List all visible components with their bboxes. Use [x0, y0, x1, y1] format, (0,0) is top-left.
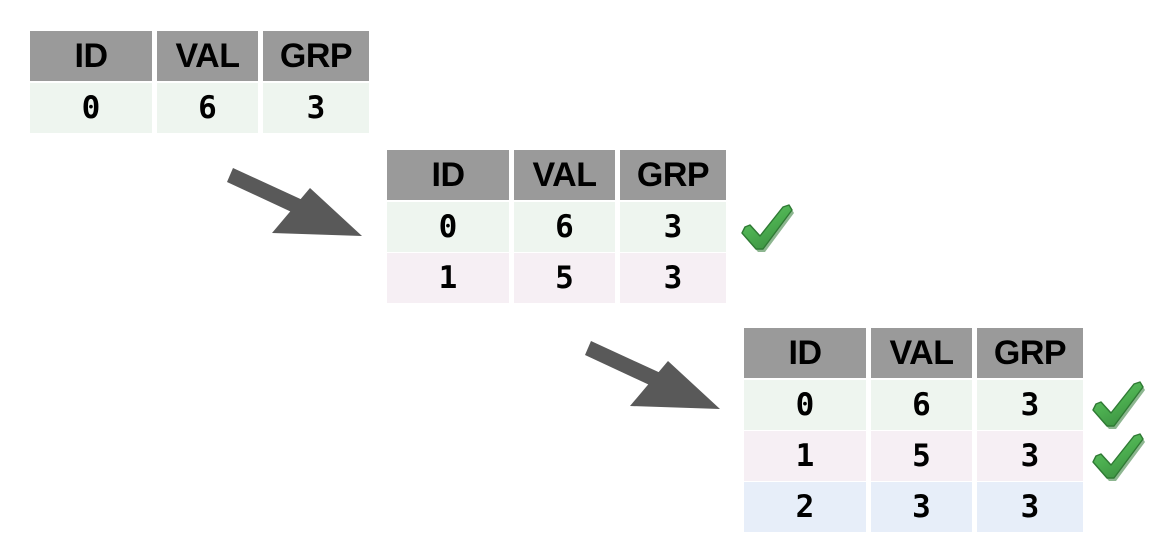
column-divider	[258, 83, 263, 133]
column-divider	[866, 482, 871, 532]
table-row: 0 6 3	[744, 380, 1083, 430]
column-header-id: ID	[387, 150, 509, 200]
arrow-head	[630, 361, 720, 409]
table-step-1: ID VAL GRP 0 6 3	[30, 31, 369, 133]
cell-val: 6	[871, 380, 972, 430]
cell-id: 0	[30, 83, 152, 133]
column-header-grp: GRP	[977, 328, 1083, 378]
checkmark-icon	[741, 204, 794, 252]
cell-val: 6	[514, 202, 615, 252]
column-divider	[258, 31, 263, 81]
cell-val: 5	[514, 253, 615, 303]
table-step-2: ID VAL GRP 0 6 3 1 5 3	[387, 150, 726, 303]
table-row: 0 6 3	[30, 83, 369, 133]
cell-id: 1	[387, 253, 509, 303]
column-divider	[615, 202, 620, 252]
column-divider	[972, 328, 977, 378]
header-divider	[744, 378, 1083, 380]
table-row: 0 6 3	[387, 202, 726, 252]
table-header-row: ID VAL GRP	[744, 328, 1083, 378]
column-header-grp: GRP	[620, 150, 726, 200]
cell-grp: 3	[977, 431, 1083, 481]
arrow-step2-to-step3	[585, 341, 720, 409]
column-header-val: VAL	[871, 328, 972, 378]
column-divider	[152, 31, 157, 81]
cell-id: 0	[744, 380, 866, 430]
header-divider	[30, 81, 369, 83]
checkmark-icon	[1092, 433, 1145, 481]
cell-id: 0	[387, 202, 509, 252]
column-header-val: VAL	[157, 31, 258, 81]
column-divider	[866, 431, 871, 481]
arrow-step1-to-step2	[227, 168, 362, 236]
cell-id: 1	[744, 431, 866, 481]
column-header-grp: GRP	[263, 31, 369, 81]
column-divider	[509, 150, 514, 200]
table-step-3: ID VAL GRP 0 6 3 1 5 3 2 3	[744, 328, 1083, 532]
cell-grp: 3	[620, 253, 726, 303]
column-header-id: ID	[30, 31, 152, 81]
header-divider	[387, 200, 726, 202]
cell-val: 5	[871, 431, 972, 481]
cell-val: 3	[871, 482, 972, 532]
column-divider	[509, 202, 514, 252]
column-divider	[972, 380, 977, 430]
table-row: 1 5 3	[744, 431, 1083, 481]
column-divider	[866, 380, 871, 430]
column-divider	[615, 150, 620, 200]
table-header-row: ID VAL GRP	[387, 150, 726, 200]
cell-grp: 3	[620, 202, 726, 252]
column-divider	[615, 253, 620, 303]
cell-grp: 3	[977, 380, 1083, 430]
checkmark-icon	[1092, 381, 1145, 429]
column-header-id: ID	[744, 328, 866, 378]
arrow-head	[272, 188, 362, 236]
cell-grp: 3	[977, 482, 1083, 532]
table-header-row: ID VAL GRP	[30, 31, 369, 81]
column-header-val: VAL	[514, 150, 615, 200]
column-divider	[509, 253, 514, 303]
column-divider	[972, 431, 977, 481]
cell-id: 2	[744, 482, 866, 532]
column-divider	[866, 328, 871, 378]
column-divider	[972, 482, 977, 532]
column-divider	[152, 83, 157, 133]
cell-val: 6	[157, 83, 258, 133]
cell-grp: 3	[263, 83, 369, 133]
table-row: 2 3 3	[744, 482, 1083, 532]
table-row: 1 5 3	[387, 253, 726, 303]
